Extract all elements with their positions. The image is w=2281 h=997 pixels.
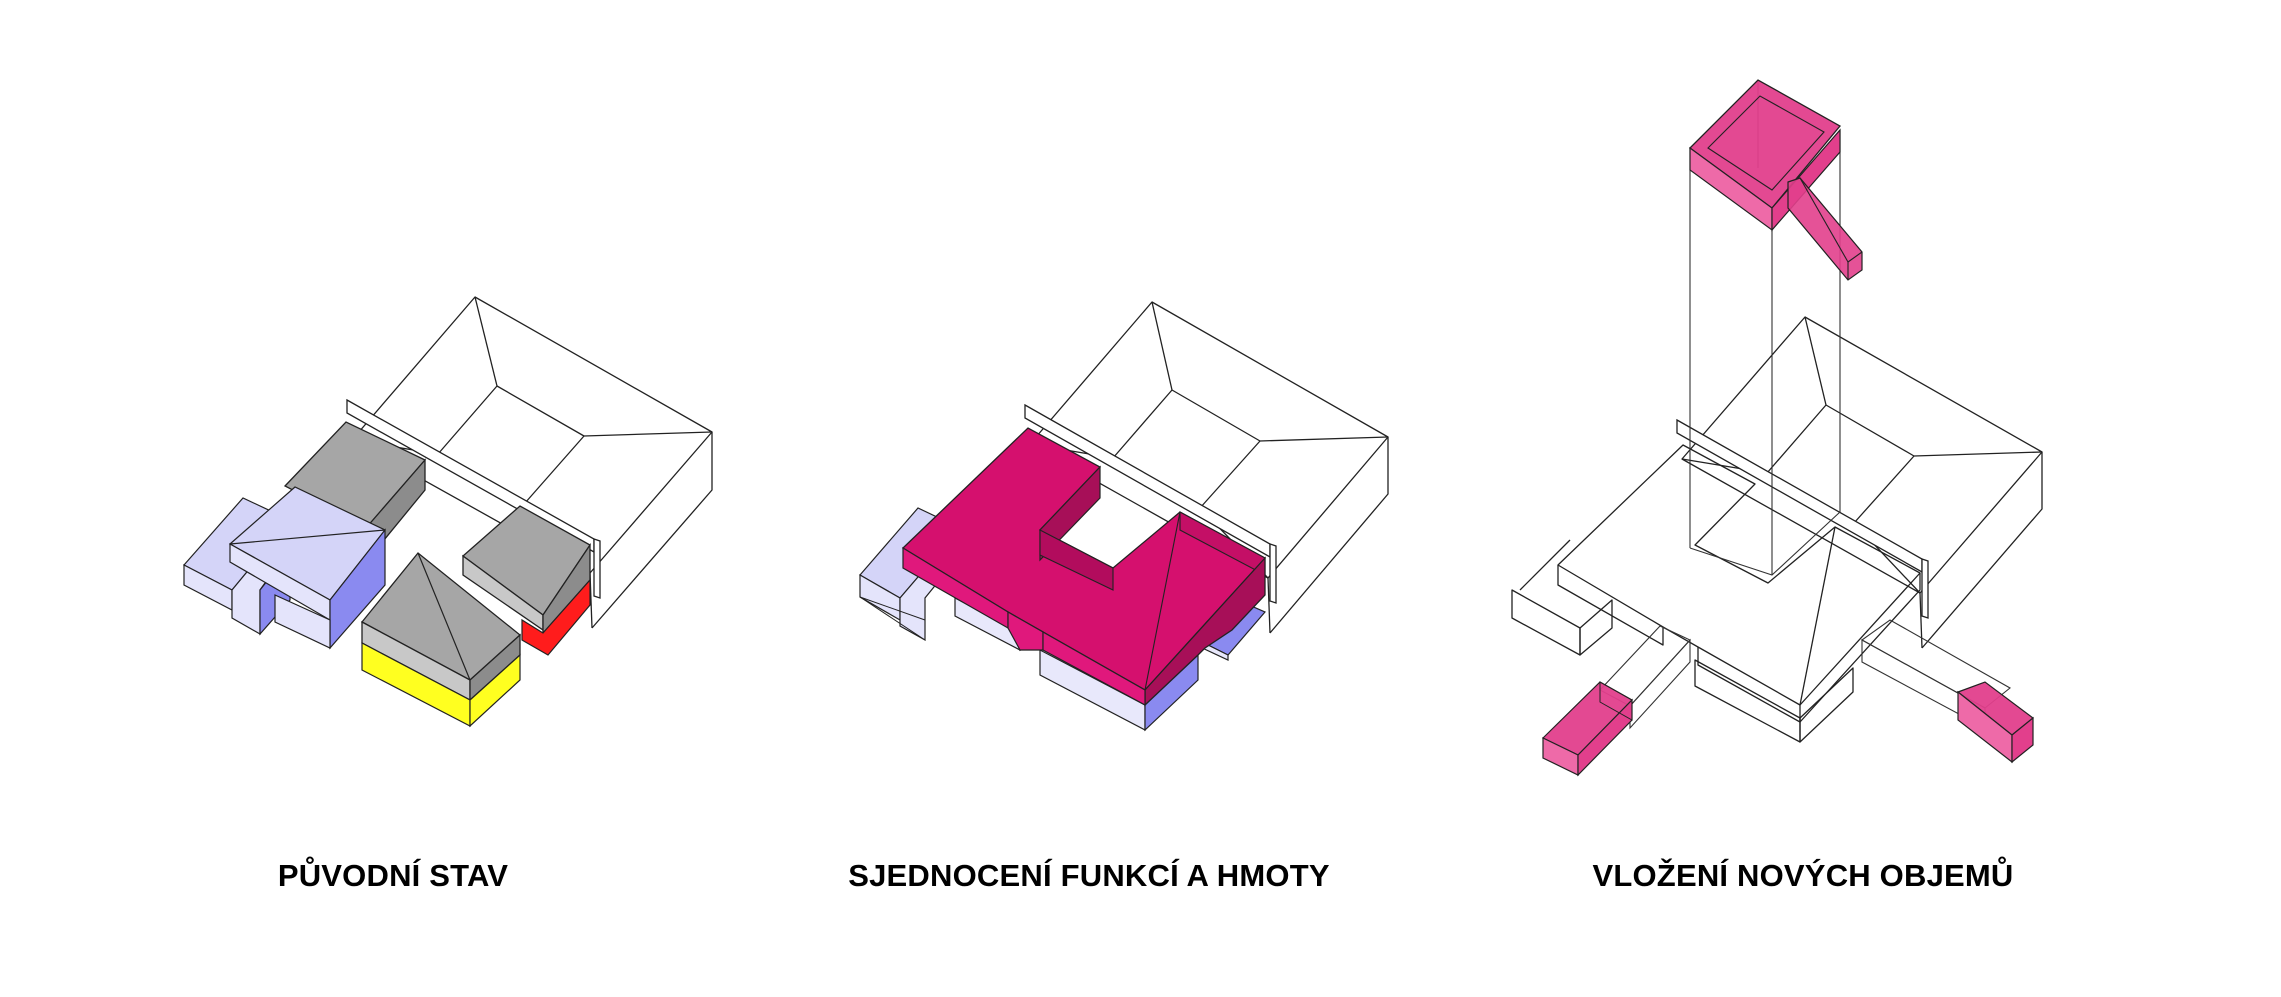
caption-new-volumes: VLOŽENÍ NOVÝCH OBJEMŮ — [1592, 858, 2014, 893]
wall-strip-2 — [1024, 403, 1277, 604]
magenta-box-left — [1541, 681, 1633, 777]
tunnel-wireframes — [1599, 619, 2011, 730]
gray-block-right — [461, 505, 591, 656]
magenta-box-right — [1956, 681, 2034, 764]
courtyard-wireframe-3 — [1681, 316, 2043, 649]
magenta-tower-top — [1689, 79, 1863, 281]
wireframe-u-mass — [1511, 444, 1921, 743]
magenta-unified-mass — [901, 427, 1267, 707]
caption-original-state: PŮVODNÍ STAV — [277, 858, 509, 893]
diagram-unified — [859, 301, 1389, 732]
gray-hip-block-yellow — [360, 552, 522, 728]
tall-tower-wireframe — [1689, 80, 1841, 576]
wall-strip-3 — [1676, 418, 1929, 619]
lavender-wing — [183, 486, 386, 650]
diagram-original-state — [183, 296, 713, 728]
caption-unified: SJEDNOCENÍ FUNKCÍ A HMOTY — [848, 858, 1330, 893]
diagram-new-volumes — [1511, 79, 2043, 777]
